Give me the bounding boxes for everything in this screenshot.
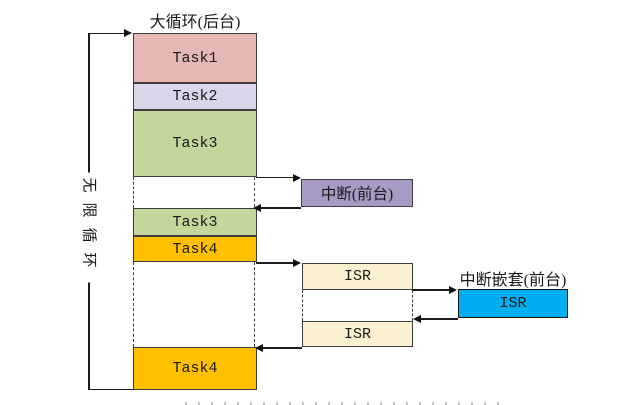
nested-return-arrowhead-icon: [413, 314, 421, 323]
column-gap1-right-dash: [253, 177, 255, 207]
isr-return-line: [263, 347, 302, 349]
task4-resume-label: Task4: [172, 360, 218, 377]
interrupt-box: 中断(前台): [301, 179, 413, 207]
loop-top-line: [88, 32, 125, 34]
task1-box: Task1: [133, 33, 257, 83]
task4-to-isr-arrowhead-icon: [293, 259, 301, 267]
isr-return-arrowhead-icon: [255, 343, 263, 352]
task4-to-isr-line: [256, 262, 294, 264]
nested-return-line: [421, 318, 458, 320]
column-gap1-left-dash: [133, 177, 134, 208]
isr-to-nested-line: [412, 289, 450, 291]
background-loop-title: 大循环(后台): [149, 14, 241, 31]
task4-label: Task4: [172, 240, 218, 258]
column-gap2-right-dash: [253, 262, 255, 347]
infinite-loop-label: 无限循环: [77, 172, 99, 283]
task3-box: Task3: [133, 110, 257, 177]
task4-box: Task4: [133, 236, 257, 262]
task2-label: Task2: [172, 88, 218, 105]
isr-to-nested-arrowhead-icon: [449, 286, 457, 295]
nested-interrupt-title: 中断嵌套(前台): [459, 272, 567, 289]
task4-resume-box: Task4: [133, 347, 257, 390]
task1-label: Task1: [172, 49, 218, 67]
isr-gap-right-dash: [411, 290, 413, 321]
isr-gap-left-dash: [302, 290, 303, 321]
task3-resume-label: Task3: [172, 213, 218, 231]
interrupt-return-line: [261, 207, 301, 209]
interrupt-return-arrowhead-icon: [253, 203, 261, 212]
isr2-label: ISR: [343, 325, 371, 343]
loop-top-arrowhead-icon: [124, 29, 132, 37]
isr1-label: ISR: [343, 268, 371, 285]
nested-isr-box: ISR: [458, 289, 568, 318]
task3-resume-box: Task3: [133, 208, 257, 236]
cropped-caption-remnant: [185, 402, 505, 405]
task3-label: Task3: [172, 135, 218, 152]
task3-to-interrupt-arrowhead-icon: [293, 173, 301, 182]
column-gap2-left-dash: [133, 262, 134, 347]
loop-bottom-line: [88, 388, 134, 390]
task3-to-interrupt-line: [256, 176, 294, 178]
interrupt-label: 中断(前台): [320, 186, 394, 203]
nested-isr-label: ISR: [499, 295, 527, 312]
task2-box: Task2: [133, 83, 257, 110]
isr1-box: ISR: [302, 263, 413, 290]
isr2-box: ISR: [302, 321, 413, 347]
